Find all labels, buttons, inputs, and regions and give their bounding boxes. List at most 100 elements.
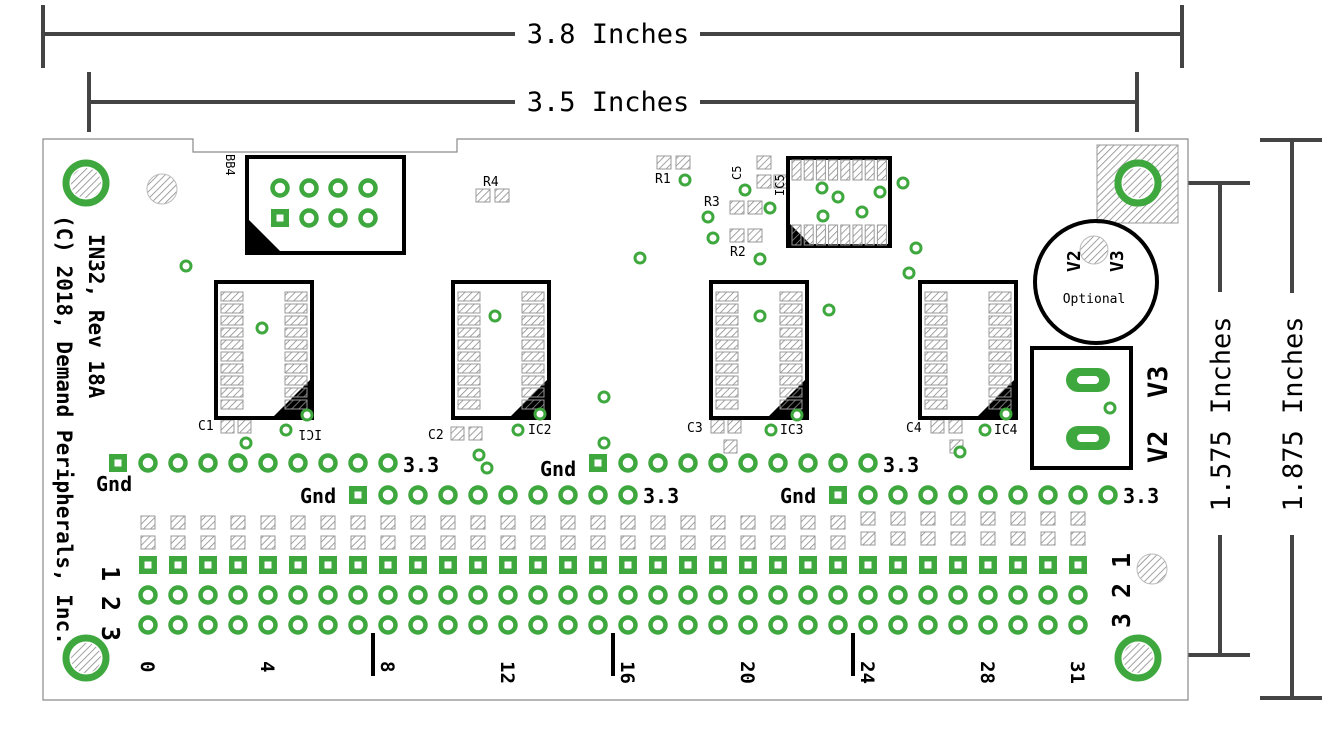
smd-pad	[1040, 511, 1056, 526]
smd-pad	[815, 159, 826, 181]
pad-round	[198, 453, 218, 473]
smd-pad	[779, 327, 803, 338]
pad-round	[378, 453, 398, 473]
via	[511, 423, 525, 437]
gnd-pad-hole	[594, 459, 602, 467]
smd-pad	[560, 515, 576, 530]
pad-round	[708, 453, 728, 473]
smd-pad	[876, 224, 887, 246]
smd-pad	[470, 515, 486, 530]
header-pin-row2	[498, 585, 518, 605]
via	[978, 423, 992, 437]
smd-pad	[220, 363, 244, 374]
via	[902, 266, 916, 280]
via	[909, 241, 923, 255]
smd-pad	[740, 515, 756, 530]
channel-number: 4	[256, 661, 278, 672]
smd-pad	[924, 315, 948, 326]
header-pin-row2	[138, 585, 158, 605]
via	[480, 461, 494, 475]
v33-label: 3.3	[403, 453, 439, 477]
bb4-connector	[245, 155, 406, 255]
smd-pad	[710, 515, 726, 530]
via	[597, 390, 611, 404]
pad-round	[978, 485, 998, 505]
channel-number: 8	[376, 661, 398, 672]
pad-round	[618, 485, 638, 505]
dimension-height-inner	[1188, 181, 1250, 657]
smd-pad	[170, 535, 186, 550]
header-pin-row3	[438, 615, 458, 635]
ic5-pins	[791, 159, 887, 246]
dimension-height-outer	[1260, 138, 1322, 700]
smd-pad	[284, 291, 308, 302]
smd-pad	[715, 375, 739, 386]
channel-number: 31	[1066, 661, 1088, 684]
smd-pad	[830, 535, 846, 550]
smd-pad	[715, 291, 739, 302]
smd-pad	[230, 515, 246, 530]
smd-pad	[530, 535, 546, 550]
smd-pad	[924, 399, 948, 410]
header-pin-row3	[318, 615, 338, 635]
via	[701, 210, 715, 224]
header-pin-row3	[798, 615, 818, 635]
smd-pad	[710, 419, 725, 434]
smd-pad	[920, 511, 936, 526]
header-pin-row1-hole	[414, 561, 422, 569]
smd-pad	[410, 535, 426, 550]
smd-pad	[284, 339, 308, 350]
pad-round	[1068, 485, 1088, 505]
header-pin-row3	[648, 615, 668, 635]
gnd-label: Gnd	[96, 472, 132, 496]
header-pin-row2	[648, 585, 668, 605]
smd-pad	[988, 363, 1012, 374]
via	[855, 205, 869, 219]
header-pin-row2	[318, 585, 338, 605]
smd-pad	[779, 315, 803, 326]
header-pin-row3	[378, 615, 398, 635]
smd-pad	[988, 327, 1012, 338]
smd-pad	[290, 515, 306, 530]
smd-pad	[803, 224, 814, 246]
header-pin-row1-hole	[204, 561, 212, 569]
smd-pad	[924, 339, 948, 350]
r1-label: R1	[655, 172, 671, 187]
header-pin-row1-hole	[714, 561, 722, 569]
pad-round	[408, 485, 428, 505]
smd-pad	[230, 535, 246, 550]
smd-pad	[290, 535, 306, 550]
smd-pad	[815, 224, 826, 246]
via	[816, 209, 830, 223]
smd-pad	[770, 515, 786, 530]
header-pin-row3	[768, 615, 788, 635]
header-pin-row2	[888, 585, 908, 605]
header-pin-row2	[468, 585, 488, 605]
ic-outline	[709, 280, 809, 420]
bb4-pins	[270, 178, 378, 228]
bb4-pin	[299, 178, 319, 198]
smd-pad	[803, 159, 814, 181]
via	[488, 309, 502, 323]
smd-pad	[830, 515, 846, 530]
smd-pad	[220, 339, 244, 350]
header-pin-row2	[828, 585, 848, 605]
header-pin-row3	[1008, 615, 1028, 635]
smd-pad	[590, 535, 606, 550]
header-pin-row3	[738, 615, 758, 635]
v3-label-small: V3	[1107, 250, 1128, 272]
bb4-pin	[328, 178, 348, 198]
vias	[179, 173, 1117, 475]
smd-pad	[950, 511, 966, 526]
via	[279, 423, 293, 437]
main-io-header	[138, 556, 1088, 635]
v2-label-small: V2	[1064, 250, 1085, 272]
pad-round	[918, 485, 938, 505]
smd-pad	[284, 351, 308, 362]
header-pin-row1-hole	[924, 561, 932, 569]
smd-pad	[988, 303, 1012, 314]
smd-pad	[200, 535, 216, 550]
header-pin-row3	[528, 615, 548, 635]
row-1-label-right: 1	[1107, 553, 1136, 568]
